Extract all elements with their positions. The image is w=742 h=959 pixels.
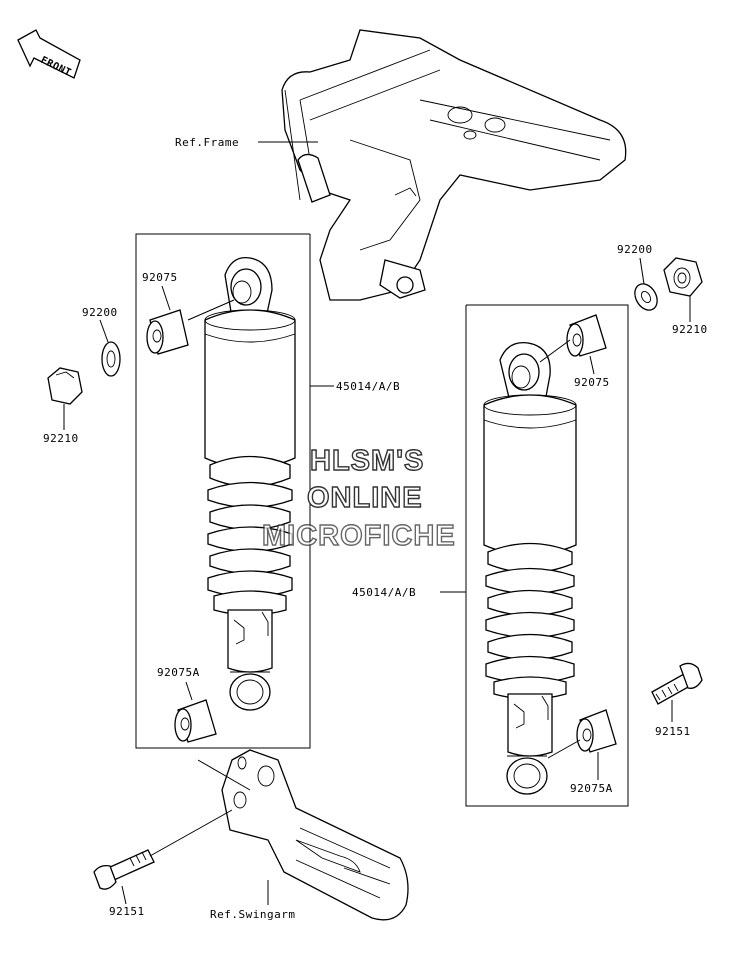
right-nut <box>663 257 703 297</box>
swingarm-drawing <box>221 749 409 921</box>
watermark-line-2: ONLINE <box>307 482 423 514</box>
left-washer <box>101 341 121 377</box>
frame-drawing <box>281 29 627 301</box>
right-shock-label: 45014/A/B <box>352 586 416 599</box>
left-bushing-bottom <box>174 699 217 743</box>
right-bushing-top-label: 92075 <box>574 376 610 389</box>
right-washer <box>634 283 658 311</box>
watermark: HLSM'S ONLINE MICROFICHE <box>261 444 456 552</box>
front-arrow-icon: FRONT <box>17 29 81 79</box>
right-bolt <box>651 662 703 705</box>
ref-swingarm-label: Ref.Swingarm <box>210 908 295 921</box>
right-nut-label: 92210 <box>672 323 708 336</box>
left-bushing-bottom-label: 92075A <box>157 666 200 679</box>
left-bushing-top <box>146 309 189 355</box>
right-bushing-top <box>566 314 607 357</box>
left-nut-label: 92210 <box>43 432 79 445</box>
ref-frame-label: Ref.Frame <box>175 136 239 149</box>
right-shock-absorber <box>483 341 577 795</box>
left-nut <box>47 367 83 405</box>
left-bushing-top-label: 92075 <box>142 271 178 284</box>
left-washer-label: 92200 <box>82 306 118 319</box>
left-bolt-label: 92151 <box>109 905 145 918</box>
left-shock-label: 45014/A/B <box>336 380 400 393</box>
left-shock-absorber <box>204 256 296 711</box>
left-shock-box <box>135 233 311 749</box>
left-bolt <box>93 849 155 890</box>
right-washer-label: 92200 <box>617 243 653 256</box>
right-bushing-bottom-label: 92075A <box>570 782 613 795</box>
right-bushing-bottom <box>576 709 617 753</box>
watermark-line-3: MICROFICHE <box>262 520 456 552</box>
watermark-line-1: HLSM'S <box>310 445 424 477</box>
right-bolt-label: 92151 <box>655 725 691 738</box>
right-shock-box <box>465 304 629 807</box>
